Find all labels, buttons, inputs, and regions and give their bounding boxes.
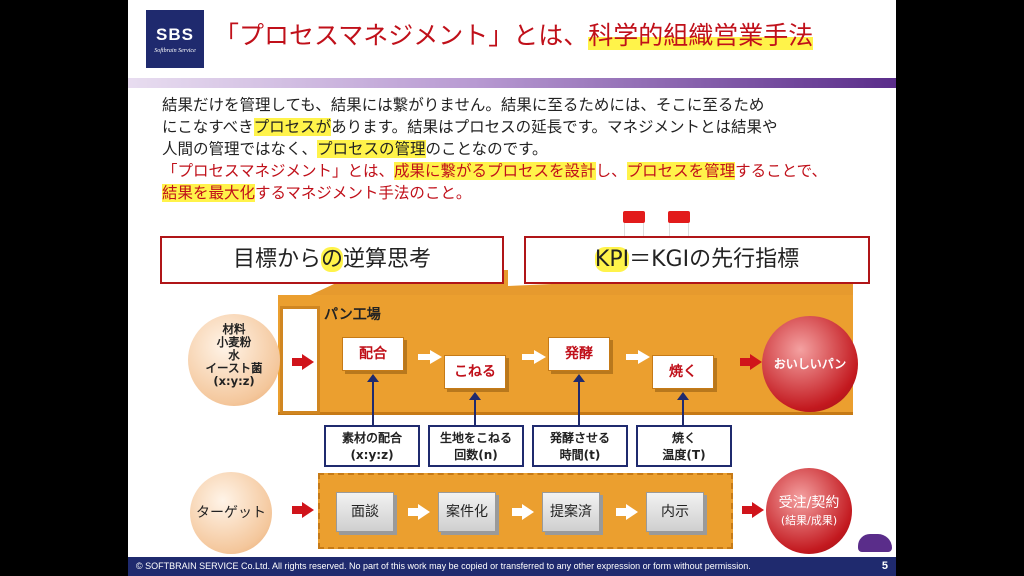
arrow-up-icon — [677, 392, 689, 425]
body-line-2: にこなすべきプロセスがあります。結果はプロセスの延長です。マネジメントとは結果や — [162, 118, 778, 136]
callout-kpi: KPI＝KGIの先行指標 — [524, 236, 870, 284]
highlight-design: 成果に繋がるプロセスを設計 — [394, 162, 596, 180]
result-circle: 受注/契約 (結果/成果) — [766, 468, 852, 554]
arrow-right-icon — [292, 354, 314, 370]
param-ferment: 発酵させる時間(t) — [532, 425, 628, 467]
copyright-text: © SOFTBRAIN SERVICE Co.Ltd. All rights r… — [136, 561, 751, 571]
arrow-up-icon — [469, 392, 481, 425]
highlight-manage: プロセスを管理 — [626, 162, 736, 180]
step-bake: 焼く — [652, 355, 714, 389]
ingredients-circle: 材料 小麦粉 水 イースト菌 (x:y:z) — [188, 314, 280, 406]
sales-step-deal: 案件化 — [438, 492, 496, 532]
slide: SBS Softbrain Service 「プロセスマネジメント」とは、科学的… — [128, 0, 896, 576]
highlight-process: プロセスが — [253, 118, 332, 136]
step-knead: こねる — [444, 355, 506, 389]
arrow-right-icon — [740, 354, 762, 370]
arrow-right-icon — [292, 502, 314, 518]
arrow-right-icon — [522, 350, 546, 364]
arrow-up-icon — [573, 374, 585, 425]
page-title: 「プロセスマネジメント」とは、科学的組織営業手法 — [214, 16, 884, 52]
title-part1: 「プロセスマネジメント」とは、 — [214, 21, 589, 50]
cloud-icon — [858, 534, 892, 552]
sbs-logo: SBS Softbrain Service — [146, 10, 204, 68]
target-circle: ターゲット — [190, 472, 272, 554]
callout-backward-thinking: 目標からの逆算思考 — [160, 236, 504, 284]
body-line-4: 「プロセスマネジメント」とは、成果に繋がるプロセスを設計し、プロセスを管理するこ… — [162, 162, 828, 180]
sales-step-meeting: 面談 — [336, 492, 394, 532]
title-part2: 科学的組織営業手法 — [588, 21, 814, 50]
title-divider — [128, 78, 896, 88]
footer: © SOFTBRAIN SERVICE Co.Ltd. All rights r… — [128, 557, 896, 576]
arrow-right-icon — [742, 502, 764, 518]
arrow-right-icon — [616, 504, 638, 520]
sales-step-informal: 内示 — [646, 492, 704, 532]
body-line-3: 人間の管理ではなく、プロセスの管理のことなのです。 — [162, 140, 548, 158]
arrow-up-icon — [367, 374, 379, 425]
factory-label: パン工場 — [324, 307, 381, 323]
logo-text: SBS — [156, 25, 194, 44]
arrow-right-icon — [418, 350, 442, 364]
param-knead: 生地をこねる回数(n) — [428, 425, 524, 467]
body-line-1: 結果だけを管理しても、結果には繋がりません。結果に至るためには、そこに至るため — [162, 96, 765, 114]
sales-step-proposed: 提案済 — [542, 492, 600, 532]
chimney-icon — [668, 211, 690, 240]
output-bread: おいしいパン — [762, 316, 858, 412]
param-mix: 素材の配合(x:y:z) — [324, 425, 420, 467]
page-number: 5 — [881, 560, 888, 572]
highlight-process-management: プロセスの管理 — [317, 140, 426, 158]
logo-subtext: Softbrain Service — [154, 48, 196, 54]
body-text: 結果だけを管理しても、結果には繋がりません。結果に至るためには、そこに至るため … — [162, 94, 882, 204]
step-ferment: 発酵 — [548, 337, 610, 371]
param-bake: 焼く温度(T) — [636, 425, 732, 467]
body-line-5: 結果を最大化するマネジメント手法のこと。 — [162, 184, 472, 202]
arrow-right-icon — [626, 350, 650, 364]
arrow-right-icon — [408, 504, 430, 520]
highlight-maximize: 結果を最大化 — [162, 184, 256, 202]
arrow-right-icon — [512, 504, 534, 520]
chimney-icon — [623, 211, 645, 240]
step-mix: 配合 — [342, 337, 404, 371]
